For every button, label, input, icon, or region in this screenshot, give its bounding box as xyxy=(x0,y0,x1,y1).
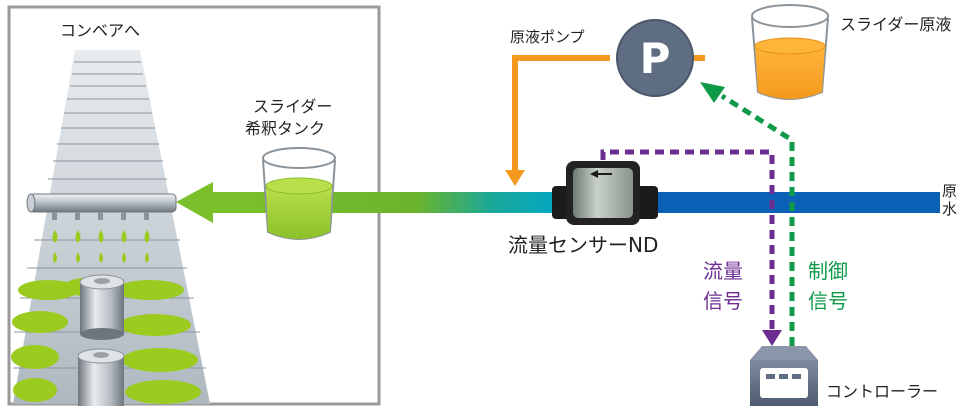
pump: P xyxy=(616,19,694,97)
controller-display xyxy=(760,368,808,398)
controller-label: コントローラー xyxy=(826,382,938,401)
flow-arrow-to-conveyor xyxy=(176,182,240,223)
spray-bar xyxy=(26,193,177,220)
pump-icon xyxy=(617,20,693,96)
lubricant-drops xyxy=(52,230,150,263)
dilution-tank-label-1: スライダー xyxy=(253,97,332,116)
flow-signal-arrow xyxy=(762,330,782,346)
pump-label: 原液ポンプ xyxy=(510,28,585,46)
control-signal-arrow xyxy=(700,82,725,103)
raw-water-label-2: 水 xyxy=(942,200,957,218)
pump-symbol: P xyxy=(640,34,671,83)
concentrate-arrow xyxy=(505,170,525,186)
control-signal-label-2: 信号 xyxy=(808,289,848,313)
flow-signal-label-1: 流量 xyxy=(703,259,743,283)
can-2 xyxy=(77,348,125,406)
flow-signal-line: 流量 信号 xyxy=(600,149,782,346)
concentrate-label: スライダー原液 xyxy=(840,15,951,34)
dilution-tank-label-2: 希釈タンク xyxy=(245,119,325,138)
sensor-direction-arrow-icon xyxy=(590,170,612,178)
flow-signal-label-2: 信号 xyxy=(703,289,743,313)
controller: コントローラー xyxy=(750,346,938,406)
can-1 xyxy=(79,274,125,340)
flow-sensor-label: 流量センサーND xyxy=(508,233,658,257)
raw-water-label-1: 原 xyxy=(942,182,957,200)
control-signal-line: 制御 信号 xyxy=(700,82,848,346)
flow-sensor: 流量センサーND xyxy=(508,161,658,257)
dilution-tank: スライダー 希釈タンク xyxy=(245,97,336,240)
conveyor-label: コンベアへ xyxy=(60,21,140,40)
control-signal-label-1: 制御 xyxy=(808,259,848,283)
concentrate-tank: スライダー原液 xyxy=(751,4,951,100)
